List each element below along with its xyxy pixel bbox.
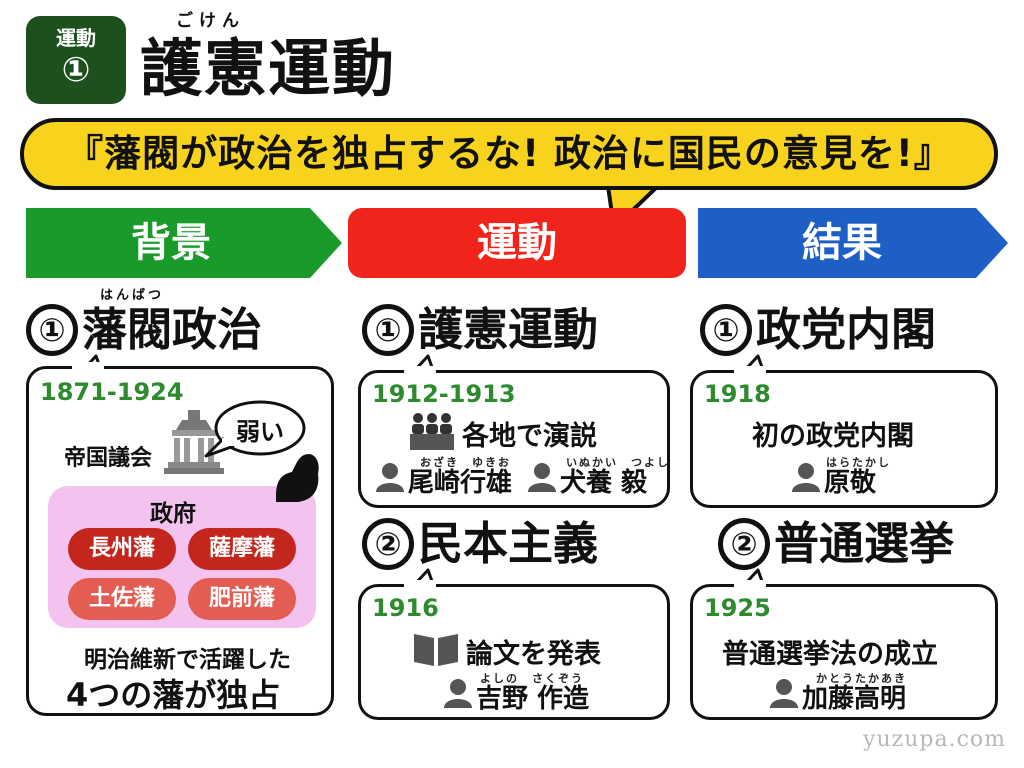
watermark: yuzupa.com (863, 727, 1006, 752)
weak-bubble-text: 弱い (236, 418, 284, 446)
movement-heading-2-number: ② (362, 518, 414, 570)
person-icon (376, 463, 404, 492)
background-heading-text: 藩閥政治 (82, 303, 263, 356)
lesson-badge: 運動 ① (26, 16, 126, 104)
result-heading-1-number: ① (700, 304, 752, 356)
person1-name: 尾崎行雄 (408, 468, 513, 498)
diet-label: 帝国議会 (64, 446, 153, 471)
open-book-icon (414, 634, 458, 666)
background-years: 1871-1924 (40, 378, 184, 406)
movement-box (348, 208, 686, 278)
slogan-bubble: 『藩閥が政治を独占するな! 政治に国民の意見を!』 (20, 118, 998, 190)
background-heading-number: ① (26, 304, 78, 356)
movement-heading-2-text: 民本主義 (418, 517, 599, 570)
movement-card-1-years: 1912-1913 (372, 380, 516, 408)
government-label: 政府 (150, 501, 196, 527)
result-card-2 (690, 584, 998, 720)
result-heading-2-text: 普通選挙 (774, 517, 955, 570)
page-title: 護憲運動 (140, 32, 397, 105)
background-header: 背景 (131, 220, 211, 266)
person4-ruby: はらたかし (826, 456, 891, 469)
movement-card-2-years: 1916 (372, 594, 439, 622)
person2-name: 犬養 毅 (560, 468, 648, 498)
background-caption-line1: 明治維新で活躍した (84, 647, 291, 673)
person3-ruby: よしの さくぞう (480, 672, 584, 685)
movement-heading-1-number: ① (362, 304, 414, 356)
background-heading-ruby: はんばつ (100, 288, 165, 303)
tail-cover (734, 366, 766, 376)
tail-cover (404, 580, 436, 590)
person3-name: 吉野 作造 (476, 684, 590, 714)
person-icon (792, 463, 820, 492)
person2-ruby: いぬかい つよし (566, 456, 670, 469)
result-card-1-years: 1918 (704, 380, 771, 408)
tail-cover (404, 366, 436, 376)
result-card-1-action: 初の政党内閣 (752, 421, 914, 452)
speech-crowd-icon (410, 413, 454, 450)
diet-building-icon (164, 410, 224, 474)
movement-card-2-action: 論文を発表 (466, 639, 601, 670)
movement-header: 運動 (477, 220, 557, 266)
slogan-text: 『藩閥が政治を独占するな! 政治に国民の意見を!』 (66, 132, 952, 175)
person-icon (770, 679, 798, 708)
badge-number: ① (61, 50, 91, 90)
person-icon (528, 463, 556, 492)
title-ruby: ごけん (176, 11, 245, 31)
result-heading-1-text: 政党内閣 (756, 303, 937, 356)
tail-cover (72, 362, 104, 372)
badge-label: 運動 (56, 26, 96, 50)
result-arrow (698, 208, 1008, 278)
movement-card-2 (358, 584, 670, 720)
movement-heading-1-text: 護憲運動 (418, 303, 599, 356)
person-icon (444, 679, 472, 708)
domain-pill-2: 薩摩藩 (188, 528, 296, 570)
domain-pill-3: 土佐藩 (68, 578, 176, 620)
result-card-2-action: 普通選挙法の成立 (722, 639, 938, 670)
person5-name: 加藤高明 (802, 684, 907, 714)
flexed-arm-icon (276, 454, 319, 502)
result-card-2-years: 1925 (704, 594, 771, 622)
person1-ruby: おざき ゆきお (420, 456, 511, 469)
tail-cover (734, 580, 766, 590)
result-card-1 (690, 370, 998, 508)
domain-pill-4: 肥前藩 (188, 578, 296, 620)
weak-bubble-shape (204, 400, 306, 458)
background-arrow (26, 208, 342, 278)
person4-name: 原敬 (824, 468, 877, 498)
domain-pill-1: 長州藩 (68, 528, 176, 570)
result-header: 結果 (802, 220, 882, 266)
background-caption-line2: 4つの藩が独占 (66, 676, 281, 714)
person5-ruby: かとうたかあき (816, 672, 907, 685)
result-heading-2-number: ② (718, 518, 770, 570)
movement-card-1-action: 各地で演説 (462, 421, 597, 452)
